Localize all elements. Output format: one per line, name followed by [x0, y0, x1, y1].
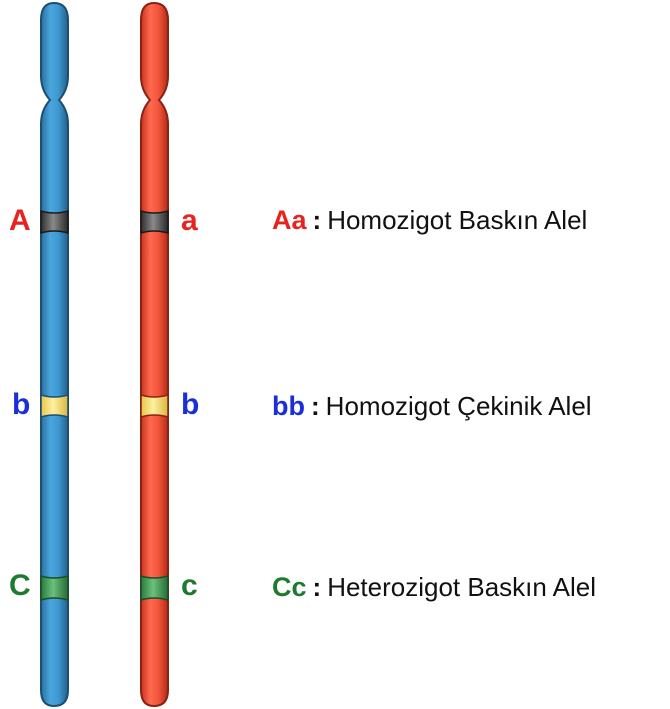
band-a-right: [140, 209, 169, 235]
band-b-right: [140, 393, 169, 419]
legend-text-Aa: Homozigot Baskın Alel: [327, 205, 588, 235]
chromosome-right: [140, 1, 169, 708]
band-C-left: [40, 574, 69, 602]
band-b-left: [40, 393, 69, 419]
legend-code-Cc: Cc: [272, 572, 307, 602]
allele-label-C-left: C: [9, 569, 31, 602]
legend-text-Cc: Heterozigot Baskın Alel: [327, 572, 596, 602]
band-c-right: [140, 574, 169, 602]
legend-text-bb: Homozigot Çekinik Alel: [325, 391, 592, 421]
allele-label-c-right: c: [181, 569, 198, 602]
legend-colon: :: [312, 205, 322, 235]
legend-code-Aa: Aa: [272, 205, 307, 235]
allele-label-b-right: b: [181, 388, 200, 421]
band-A-left: [40, 209, 69, 235]
legend-code-bb: bb: [272, 391, 305, 421]
legend-colon: :: [312, 572, 322, 602]
legend-colon: :: [311, 391, 320, 421]
chromosome-left: [40, 1, 69, 708]
legend-row-Aa: Aa:Homozigot Baskın Alel: [272, 205, 587, 235]
legend-row-Cc: Cc:Heterozigot Baskın Alel: [272, 572, 596, 602]
allele-label-a-right: a: [181, 204, 198, 237]
allele-label-A-left: A: [9, 204, 31, 237]
legend-row-bb: bb:Homozigot Çekinik Alel: [272, 391, 592, 421]
allele-label-b-left: b: [12, 388, 31, 421]
